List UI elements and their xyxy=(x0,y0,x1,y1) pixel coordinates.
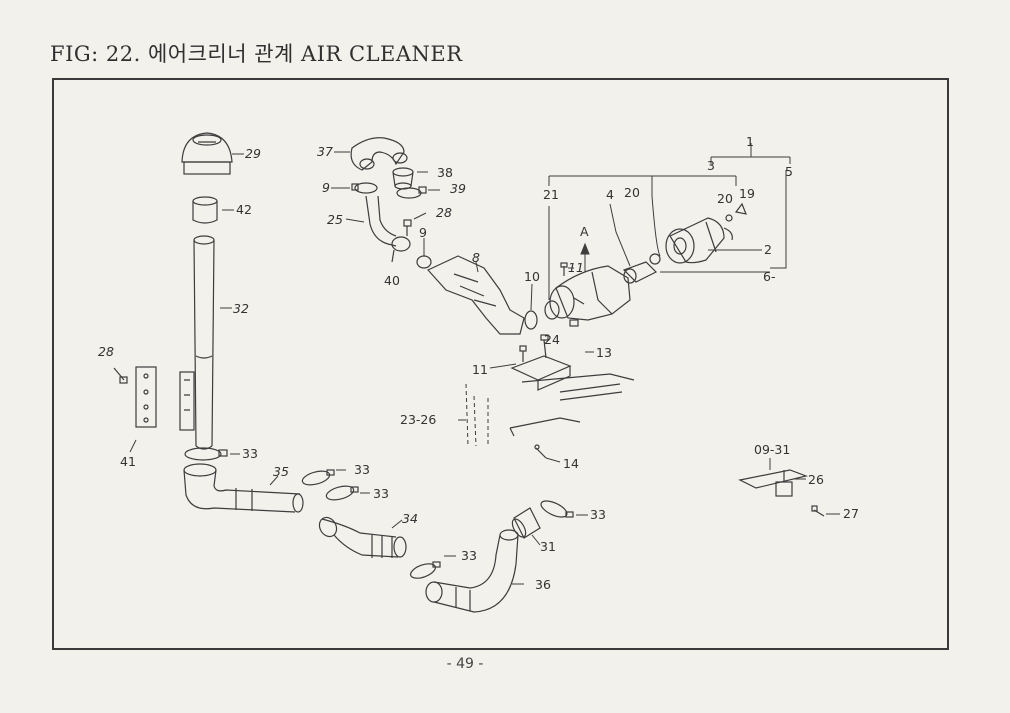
part-6-element xyxy=(622,261,658,284)
callout-38: 38 xyxy=(437,165,453,180)
callout-11-lower: 11 xyxy=(472,362,488,377)
part-33-clamp-a xyxy=(184,447,228,461)
callout-14: 14 xyxy=(563,456,579,471)
part-33-clamp-e xyxy=(540,500,574,518)
callout-32: 32 xyxy=(233,301,249,316)
callout-39: 39 xyxy=(450,181,466,196)
callout-19: 19 xyxy=(739,186,755,201)
part-13-bracket xyxy=(510,334,572,391)
part-35-elbow-hose xyxy=(183,463,304,513)
part-39-clamp xyxy=(396,186,427,199)
callout-42: 42 xyxy=(236,202,252,217)
part-42-sleeve xyxy=(192,196,218,224)
part-33-clamp-c xyxy=(325,485,359,501)
diagram-frame xyxy=(52,78,949,650)
callout-26: 26 xyxy=(808,472,824,487)
callout-34: 34 xyxy=(402,511,418,526)
part-37-u-hose xyxy=(350,137,408,171)
part-31-sleeve xyxy=(511,507,541,539)
callout-33-e: 33 xyxy=(590,507,606,522)
part-33-clamp-b xyxy=(301,469,335,486)
callout-31: 31 xyxy=(540,539,556,554)
callout-4: 4 xyxy=(606,187,614,202)
air-cleaner-body xyxy=(544,265,631,321)
part-38-hose-end xyxy=(392,167,414,190)
callout-8: 8 xyxy=(472,250,480,265)
callout-20-right: 20 xyxy=(717,191,733,206)
callout-9-lower: 9 xyxy=(419,225,427,240)
part-33-clamp-d xyxy=(410,561,441,579)
part-40-clamp xyxy=(391,236,411,263)
part-24-bolt xyxy=(569,319,579,327)
callout-2: 2 xyxy=(764,242,772,257)
part-28-bolt-left xyxy=(113,367,128,384)
callout-28-upper: 28 xyxy=(436,205,452,220)
callout-25: 25 xyxy=(327,212,343,227)
callout-6: 6- xyxy=(763,269,775,284)
part-28-bolt-upper xyxy=(403,219,412,236)
part-8-intake-hose xyxy=(427,255,525,335)
callout-09-31: 09-31 xyxy=(754,442,790,457)
part-19-wing-nut xyxy=(734,202,747,215)
callout-9-upper: 9 xyxy=(322,180,330,195)
part-26-bracket xyxy=(738,469,809,497)
callout-24: 24 xyxy=(544,332,560,347)
callout-33-c: 33 xyxy=(373,486,389,501)
callout-11-upper: 11 xyxy=(568,260,584,275)
callout-33-a: 33 xyxy=(242,446,258,461)
part-14-bolt xyxy=(534,444,547,459)
page-number: - 49 - xyxy=(446,656,484,672)
part-29-precleaner-cap xyxy=(181,132,233,175)
callout-20-left: 20 xyxy=(624,185,640,200)
part-10-clamp xyxy=(524,310,538,330)
callout-5: 5 xyxy=(785,164,793,179)
callout-A: A xyxy=(580,224,589,239)
part-11-bolt-upper xyxy=(560,262,568,276)
callout-29: 29 xyxy=(245,146,261,161)
part-20-washer xyxy=(725,214,733,222)
callout-3: 3 xyxy=(707,158,715,173)
part-20-gasket xyxy=(649,253,661,265)
callout-33-b: 33 xyxy=(354,462,370,477)
callout-33-d: 33 xyxy=(461,548,477,563)
part-27-bolt xyxy=(811,505,825,517)
callout-1: 1 xyxy=(746,134,754,149)
callout-23-26: 23-26 xyxy=(400,412,436,427)
callout-40: 40 xyxy=(384,273,400,288)
part-36-elbow xyxy=(425,529,519,613)
callout-27: 27 xyxy=(843,506,859,521)
callout-28-left: 28 xyxy=(98,344,114,359)
callout-36: 36 xyxy=(535,577,551,592)
callout-13: 13 xyxy=(596,345,612,360)
callout-10: 10 xyxy=(524,269,540,284)
part-2-filter-element xyxy=(665,217,725,264)
callout-37: 37 xyxy=(317,144,333,159)
part-9-clamp-upper xyxy=(351,182,378,194)
part-32-intake-pipe xyxy=(193,235,215,450)
part-25-hose xyxy=(365,195,397,247)
callout-35: 35 xyxy=(273,464,289,479)
callout-41: 41 xyxy=(120,454,136,469)
part-11-bolt-lower xyxy=(519,345,527,362)
figure-title: FIG: 22. 에어크리너 관계 AIR CLEANER xyxy=(50,42,463,66)
part-34-hose xyxy=(318,516,407,558)
part-9-clamp-lower xyxy=(416,255,432,269)
part-41-mount-bracket xyxy=(135,366,195,431)
frame-rails xyxy=(509,373,635,437)
callout-21: 21 xyxy=(543,187,559,202)
